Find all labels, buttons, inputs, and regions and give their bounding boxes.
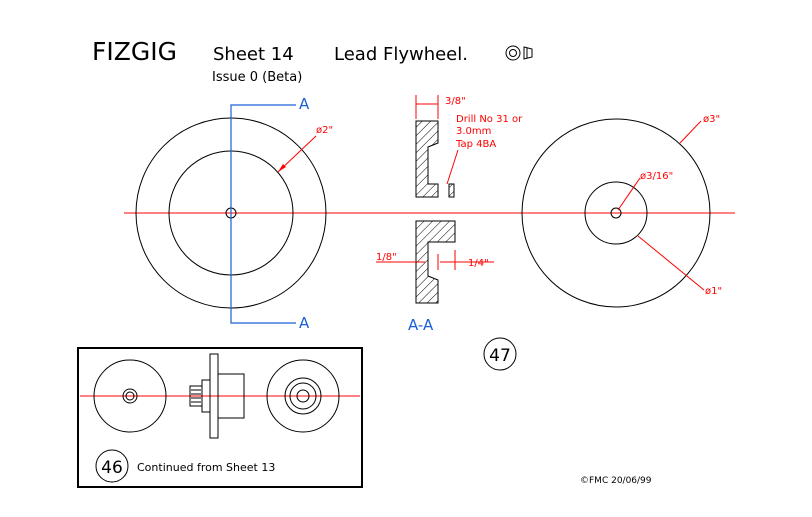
section-label-bottom: A bbox=[299, 314, 310, 332]
section-plane-line bbox=[230, 104, 296, 324]
projection-symbol-icon bbox=[505, 45, 533, 61]
sheet-number: 47 bbox=[489, 346, 511, 366]
inset-note: Continued from Sheet 13 bbox=[137, 461, 275, 474]
sheet-number-circle bbox=[483, 337, 517, 371]
dim-left-step: 1/8" bbox=[376, 252, 397, 263]
project-title: FIZGIG bbox=[92, 37, 177, 66]
drill-leader bbox=[446, 149, 459, 185]
drill-note-line1: Drill No 31 or bbox=[456, 114, 523, 125]
rear-outer-circle bbox=[521, 118, 711, 308]
inset-side-part bbox=[189, 353, 245, 439]
section-upper-half bbox=[415, 120, 439, 198]
section-lower-half bbox=[415, 220, 456, 304]
dim-left-diameter: ø2" bbox=[316, 125, 333, 136]
copyright-note: ©FMC 20/06/99 bbox=[580, 476, 652, 486]
sheet-label: Sheet 14 bbox=[213, 44, 294, 65]
part-title: Lead Flywheel. bbox=[334, 44, 468, 65]
drill-note-line2: 3.0mm bbox=[456, 126, 491, 137]
inset-sheet-number: 46 bbox=[101, 458, 123, 478]
section-view bbox=[415, 120, 456, 304]
issue-label: Issue 0 (Beta) bbox=[212, 70, 302, 85]
dim-right-outer: ø3" bbox=[703, 114, 720, 125]
grub-screw bbox=[448, 183, 455, 198]
drill-note-line3: Tap 4BA bbox=[455, 139, 496, 150]
dim-section-width: 3/8" bbox=[445, 96, 466, 107]
inset-panel bbox=[77, 347, 363, 488]
flywheel-rear-view bbox=[521, 118, 711, 308]
inset-right-part bbox=[266, 359, 340, 433]
dim-right-bore: ø3/16" bbox=[640, 171, 673, 182]
inset-sheet-circle bbox=[95, 449, 129, 483]
inset-left-part bbox=[93, 359, 167, 433]
section-view-label: A-A bbox=[408, 316, 434, 334]
rear-bore-circle bbox=[610, 207, 622, 219]
dim-right-step: 1/4" bbox=[468, 258, 489, 269]
hub-circle bbox=[584, 181, 648, 245]
dim-right-hub: ø1" bbox=[705, 286, 722, 297]
section-label-top: A bbox=[299, 95, 310, 113]
